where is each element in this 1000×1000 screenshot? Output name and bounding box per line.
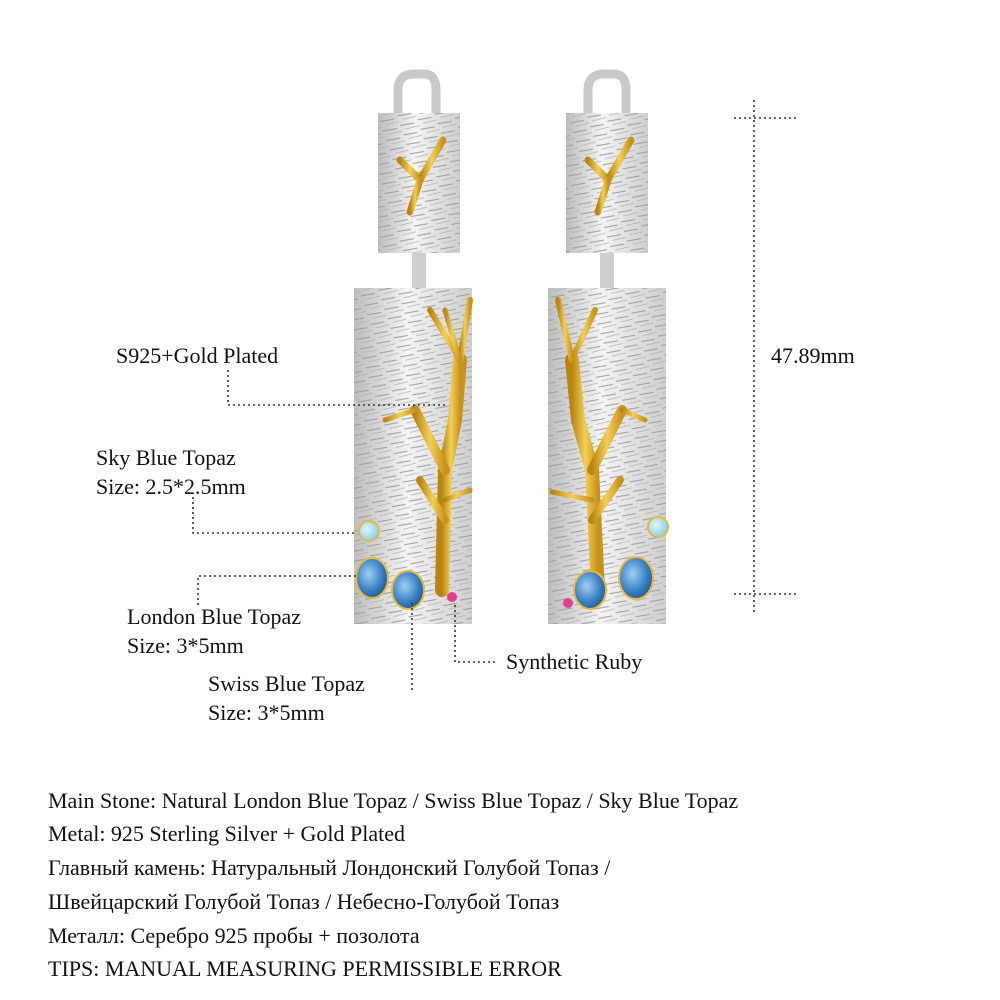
main-stone-line-ru-2: Швейцарский Голубой Топаз / Небесно-Голу… [48, 889, 560, 914]
left-bamboo [382, 297, 473, 597]
left-top-leaf-ornament [396, 136, 449, 216]
right-link [600, 253, 614, 289]
left-hinge-hook [393, 69, 441, 115]
right-sky-blue-topaz [647, 516, 669, 538]
sky-blue-leader [192, 497, 356, 534]
left-sky-blue-topaz [358, 520, 380, 542]
main-stone-line-ru-1: Главный камень: Натуральный Лондонский Г… [48, 855, 611, 880]
metal-callout-label: S925+Gold Plated [116, 343, 279, 368]
length-dimension [734, 100, 798, 612]
london-blue-leader [197, 575, 358, 605]
metal-line: Metal: 925 Sterling Silver + Gold Plated [48, 821, 406, 846]
left-link [412, 253, 426, 289]
right-top-leaf-ornament [584, 136, 637, 216]
left-earring [354, 69, 473, 624]
right-synthetic-ruby [563, 598, 573, 608]
right-bamboo [549, 297, 648, 597]
sky-blue-topaz-size: Size: 2.5*2.5mm [96, 474, 246, 499]
synthetic-ruby-label: Synthetic Ruby [506, 649, 643, 674]
main-stone-line: Main Stone: Natural London Blue Topaz / … [48, 788, 739, 813]
callout-leaders [192, 370, 497, 690]
swiss-blue-topaz-size: Size: 3*5mm [208, 700, 325, 725]
right-swiss-blue-topaz [573, 570, 607, 610]
right-london-blue-topaz [618, 556, 654, 600]
swiss-blue-topaz-name: Swiss Blue Topaz [208, 671, 365, 696]
measuring-tips-line: TIPS: MANUAL MEASURING PERMISSIBLE ERROR [48, 956, 562, 981]
left-london-blue-topaz [355, 557, 389, 599]
london-blue-topaz-name: London Blue Topaz [127, 604, 302, 629]
london-blue-topaz-size: Size: 3*5mm [127, 633, 244, 658]
left-swiss-blue-topaz [391, 570, 425, 610]
metal-leader [227, 370, 448, 406]
length-measurement-label: 47.89mm [771, 343, 855, 368]
right-earring [548, 69, 669, 624]
metal-line-ru: Металл: Серебро 925 пробы + позолота [48, 923, 420, 948]
right-hinge-hook [583, 69, 631, 115]
left-synthetic-ruby [447, 592, 457, 602]
ruby-leader [454, 605, 497, 663]
sky-blue-topaz-name: Sky Blue Topaz [96, 445, 236, 470]
